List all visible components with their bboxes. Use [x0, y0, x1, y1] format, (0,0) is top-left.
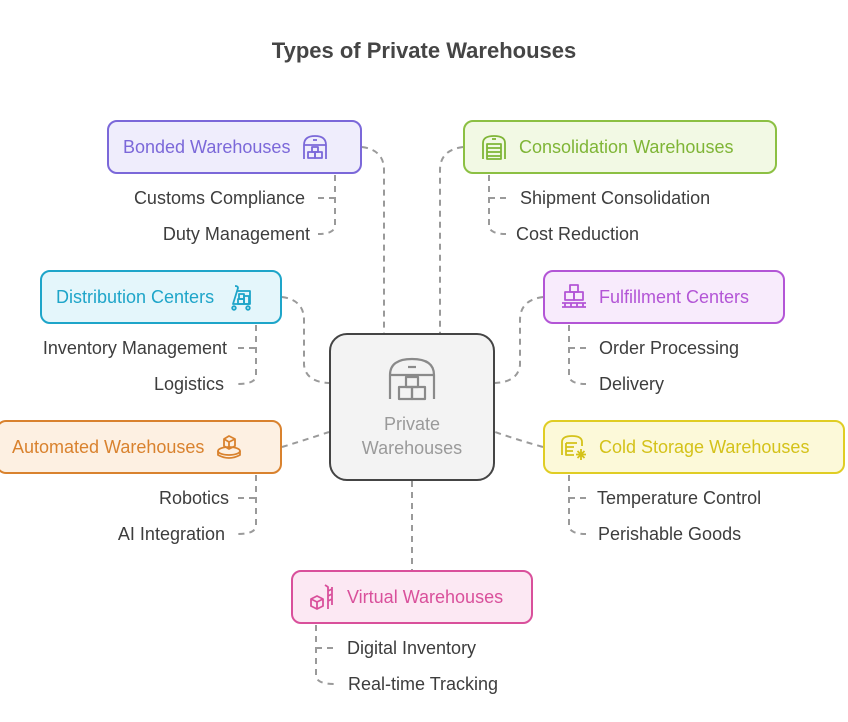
robot-box-icon — [214, 432, 244, 462]
connector-cold — [494, 431, 544, 448]
leaf-delivery: Delivery — [599, 374, 665, 394]
connector-cold-children — [568, 475, 588, 535]
center-label-line2: Warehouses — [361, 437, 463, 458]
node-fulfillment-centers[interactable]: Fulfillment Centers — [543, 270, 785, 324]
node-automated-warehouses[interactable]: Automated Warehouses — [0, 420, 282, 474]
leaf-perishable-goods: Perishable Goods — [598, 524, 742, 544]
leaf-real-time-tracking: Real-time Tracking — [348, 674, 499, 694]
center-label-line1: Private — [383, 413, 440, 434]
node-label: Distribution Centers — [56, 286, 215, 307]
connector-fulfillment-children — [568, 325, 588, 385]
warehouse-icon — [386, 355, 438, 406]
node-label: Virtual Warehouses — [347, 586, 504, 607]
leaf-shipment-consolidation: Shipment Consolidation — [520, 188, 711, 208]
leaf-robotics: Robotics — [158, 488, 229, 508]
node-label: Consolidation Warehouses — [519, 136, 734, 157]
connector-bonded — [361, 146, 385, 333]
garage-warehouse-icon — [479, 132, 509, 162]
connector-automated — [281, 431, 330, 448]
leaf-logistics: Logistics — [153, 374, 224, 394]
leaf-digital-inventory: Digital Inventory — [347, 638, 477, 658]
leaf-inventory-management: Inventory Management — [42, 338, 227, 358]
node-consolidation-warehouses[interactable]: Consolidation Warehouses — [463, 120, 777, 174]
connector-consolidation-children — [488, 175, 508, 235]
node-virtual-warehouses[interactable]: Virtual Warehouses — [291, 570, 533, 624]
node-label: Fulfillment Centers — [599, 286, 750, 307]
leaf-ai-integration: AI Integration — [117, 524, 225, 544]
connector-automated-children — [237, 475, 257, 535]
connector-distribution — [281, 296, 330, 384]
connector-virtual-children — [315, 625, 336, 685]
cart-boxes-icon — [224, 282, 254, 312]
node-label: Cold Storage Warehouses — [599, 436, 810, 457]
node-distribution-centers[interactable]: Distribution Centers — [40, 270, 282, 324]
connector-distribution-children — [237, 325, 257, 385]
center-node[interactable]: Private Warehouses — [329, 333, 495, 481]
diagram-title: Types of Private Warehouses — [271, 38, 577, 63]
pallet-boxes-icon — [559, 282, 589, 312]
node-bonded-warehouses[interactable]: Bonded Warehouses — [107, 120, 362, 174]
leaf-customs-compliance: Customs Compliance — [133, 188, 305, 208]
leaf-duty-management: Duty Management — [162, 224, 310, 244]
node-label: Bonded Warehouses — [123, 136, 291, 157]
node-label: Automated Warehouses — [12, 436, 205, 457]
snowflake-warehouse-icon — [559, 432, 589, 462]
node-cold-storage-warehouses[interactable]: Cold Storage Warehouses — [543, 420, 845, 474]
hand-truck-box-icon — [307, 582, 337, 612]
connector-consolidation — [439, 146, 464, 333]
connector-fulfillment — [494, 296, 544, 384]
leaf-cost-reduction: Cost Reduction — [516, 224, 640, 244]
connector-bonded-children — [317, 175, 336, 235]
bonded-warehouse-icon — [300, 132, 330, 162]
leaf-order-processing: Order Processing — [599, 338, 740, 358]
leaf-temperature-control: Temperature Control — [597, 488, 762, 508]
